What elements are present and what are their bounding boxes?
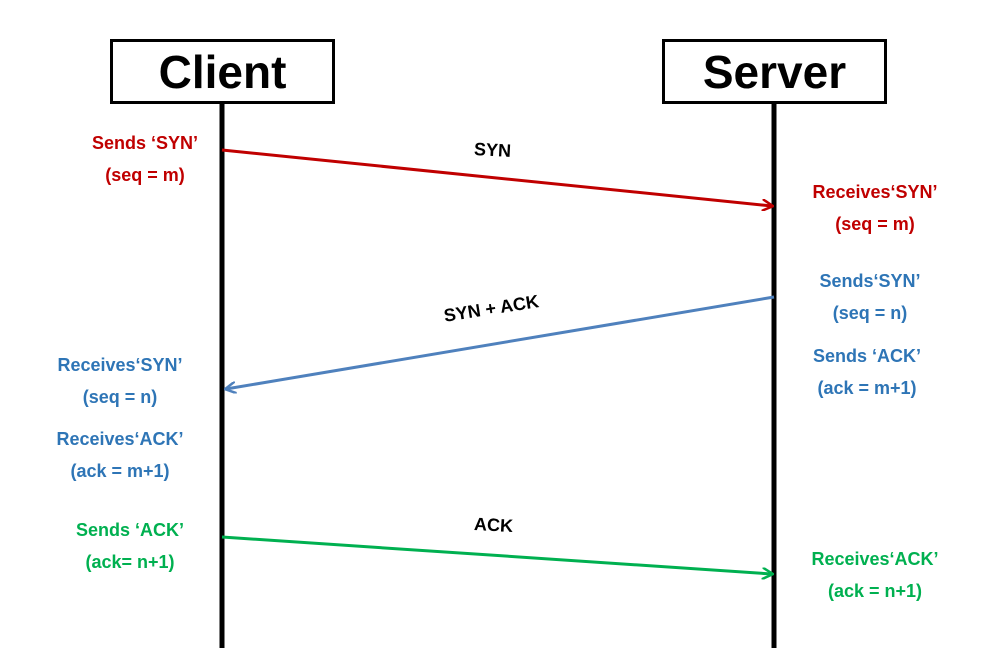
note-line: Sends‘SYN’ xyxy=(819,271,921,291)
client-sends-syn-note: Sends ‘SYN’ (seq = m) xyxy=(60,127,230,191)
client-box: Client xyxy=(110,39,335,104)
note-line: (ack = n+1) xyxy=(827,581,923,601)
note-line: Receives‘SYN’ xyxy=(812,182,938,202)
synack-arrow xyxy=(226,295,775,389)
note-line: (seq = n) xyxy=(832,303,908,323)
note-line: (seq = m) xyxy=(835,214,915,234)
client-receives-ack-note: Receives‘ACK’ (ack = m+1) xyxy=(35,423,205,487)
note-line: (seq = m) xyxy=(105,165,185,185)
ack-message-label: ACK xyxy=(473,513,514,537)
server-receives-syn-note: Receives‘SYN’ (seq = m) xyxy=(785,176,965,240)
server-sends-syn-note: Sends‘SYN’ (seq = n) xyxy=(780,265,960,329)
client-label: Client xyxy=(158,45,287,98)
syn-message-label: SYN xyxy=(473,139,512,161)
syn-arrow xyxy=(221,148,772,206)
ack-arrow xyxy=(221,535,772,574)
client-receives-syn-note: Receives‘SYN’ (seq = n) xyxy=(35,349,205,413)
note-line: Receives‘ACK’ xyxy=(811,549,939,569)
client-sends-ack-note: Sends ‘ACK’ (ack= n+1) xyxy=(45,514,215,578)
note-line: Sends ‘ACK’ xyxy=(75,520,185,540)
note-line: Receives‘ACK’ xyxy=(56,429,184,449)
note-line: (ack= n+1) xyxy=(85,552,175,572)
note-line: (ack = m+1) xyxy=(817,378,917,398)
note-line: Sends ‘SYN’ xyxy=(91,133,199,153)
note-line: (seq = n) xyxy=(82,387,158,407)
note-line: Receives‘SYN’ xyxy=(57,355,183,375)
note-line: (ack = m+1) xyxy=(70,461,170,481)
server-receives-ack-note: Receives‘ACK’ (ack = n+1) xyxy=(785,543,965,607)
server-sends-ack-note: Sends ‘ACK’ (ack = m+1) xyxy=(777,340,957,404)
note-line: Sends ‘ACK’ xyxy=(812,346,922,366)
server-box: Server xyxy=(662,39,887,104)
server-label: Server xyxy=(702,45,847,98)
